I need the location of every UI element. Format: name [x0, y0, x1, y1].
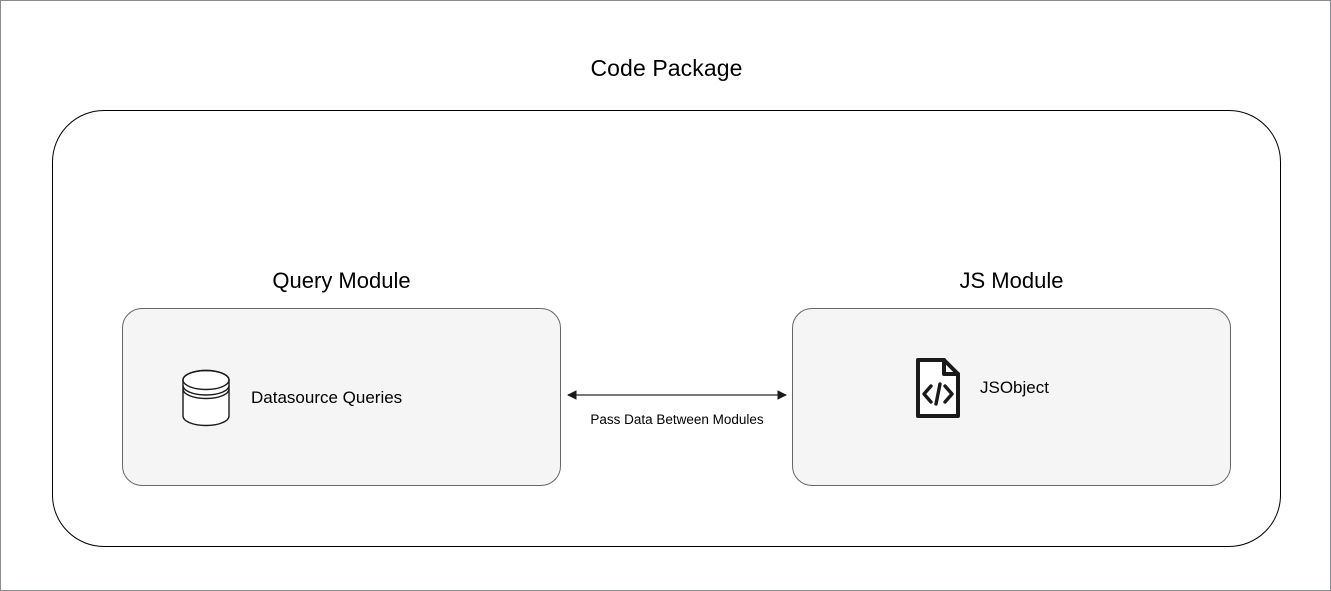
js-module-group: JS Module JSObject — [792, 268, 1231, 486]
jsobject-label: JSObject — [980, 378, 1049, 397]
connector-label: Pass Data Between Modules — [590, 412, 764, 427]
query-module-box[interactable]: Datasource Queries — [122, 308, 561, 486]
page-title: Code Package — [590, 55, 743, 81]
datasource-queries-label: Datasource Queries — [251, 388, 403, 407]
database-cylinder-icon — [179, 367, 233, 429]
query-module-group: Query Module Datasource Queries — [122, 268, 561, 486]
jsobject-node[interactable]: JSObject — [914, 357, 1049, 419]
datasource-queries-node[interactable]: Datasource Queries — [179, 367, 402, 429]
module-connector: Pass Data Between Modules — [559, 379, 795, 439]
js-module-box[interactable]: JSObject — [792, 308, 1231, 486]
code-file-icon — [914, 357, 962, 419]
bidirectional-arrow-icon — [567, 390, 787, 400]
js-module-title: JS Module — [959, 268, 1064, 293]
query-module-title: Query Module — [272, 268, 411, 293]
